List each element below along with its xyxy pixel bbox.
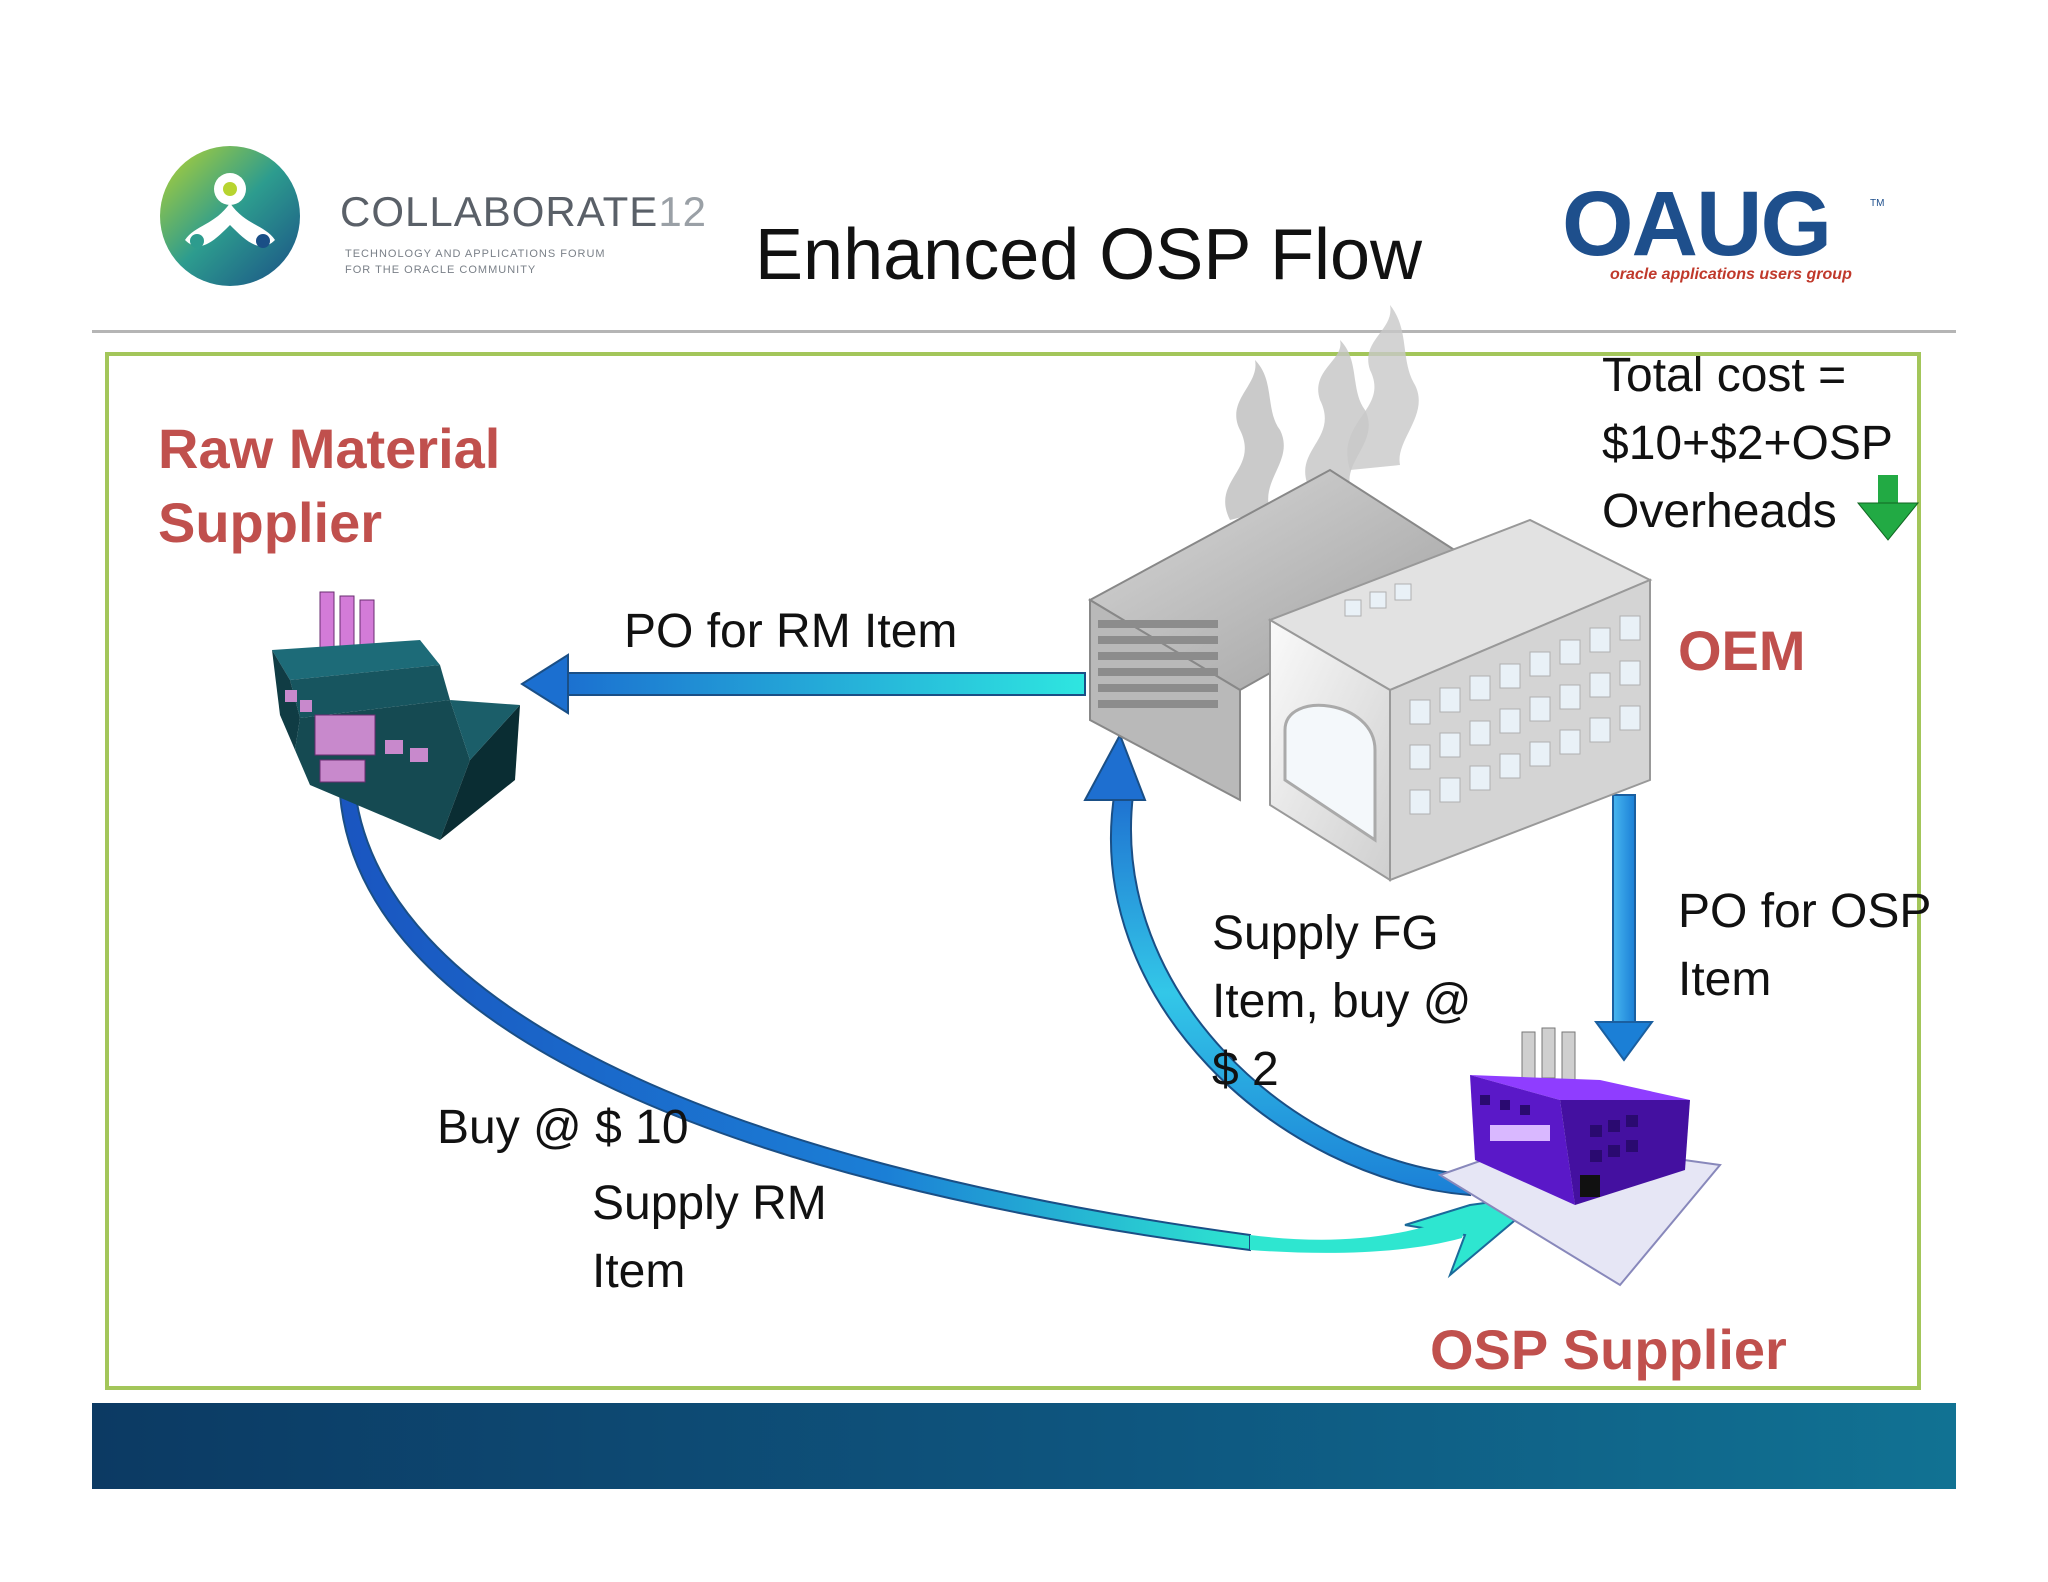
collaborate-tagline-2: FOR THE ORACLE COMMUNITY <box>345 264 537 276</box>
cost-note-line-2: $10+$2+OSP <box>1602 417 1893 470</box>
slide-title: Enhanced OSP Flow <box>755 215 1423 295</box>
oaug-tm: TM <box>1870 198 1885 209</box>
cost-note-line-3: Overheads <box>1602 485 1837 538</box>
supply-fg-line-3: $ 2 <box>1212 1043 1279 1096</box>
raw-material-supplier-line-1: Raw Material <box>158 417 501 480</box>
diagram-frame <box>105 352 1921 1390</box>
cost-note: Total cost = $10+$2+OSP Overheads <box>1602 342 1893 546</box>
oaug-tagline: oracle applications users group <box>1610 266 1852 283</box>
osp-factory-icon <box>1437 1027 1722 1287</box>
po-rm-label: PO for RM Item <box>624 605 958 658</box>
collaborate-tagline-1: TECHNOLOGY AND APPLICATIONS FORUM <box>345 248 606 260</box>
po-osp-arrow <box>1594 794 1654 1062</box>
oem-label: OEM <box>1678 619 1806 682</box>
collaborate-logo <box>155 145 305 287</box>
supply-rm-arrow <box>338 788 1549 1279</box>
cost-note-line-1: Total cost = <box>1602 349 1847 402</box>
collaborate-number: 12 <box>658 188 708 235</box>
po-rm-arrow <box>520 653 1086 715</box>
down-arrow-icon <box>1856 475 1920 541</box>
footer-band <box>92 1403 1956 1489</box>
raw-material-supplier-line-2: Supplier <box>158 491 383 554</box>
oaug-logo: OAUG <box>1562 173 1832 275</box>
collaborate-wordmark: COLLABORATE12 <box>340 188 707 236</box>
collaborate-wordmark-text: COLLABORATE <box>340 188 659 235</box>
supply-fg-line-2: Item, buy @ <box>1212 975 1472 1028</box>
oem-factory-icon <box>1087 305 1653 882</box>
osp-supplier-label: OSP Supplier <box>1430 1318 1787 1381</box>
po-osp-line-1: PO for OSP <box>1678 885 1932 938</box>
po-osp-line-2: Item <box>1678 953 1772 1006</box>
supply-fg-label: Supply FG Item, buy @ $ 2 <box>1212 900 1471 1104</box>
trefoil-logo-icon <box>160 146 300 286</box>
po-osp-label: PO for OSP Item <box>1678 878 1931 1014</box>
supply-fg-line-1: Supply FG <box>1212 907 1439 960</box>
supply-rm-line-2: Item <box>592 1245 686 1298</box>
supply-fg-arrow <box>1083 732 1471 1197</box>
header-divider <box>92 330 1956 333</box>
buy-rm-label: Buy @ $ 10 <box>437 1101 689 1154</box>
raw-material-supplier-label: Raw Material Supplier <box>158 412 500 560</box>
supply-rm-line-1: Supply RM <box>592 1177 827 1230</box>
supply-rm-label: Supply RM Item <box>592 1170 827 1306</box>
raw-material-factory-icon <box>272 591 520 840</box>
